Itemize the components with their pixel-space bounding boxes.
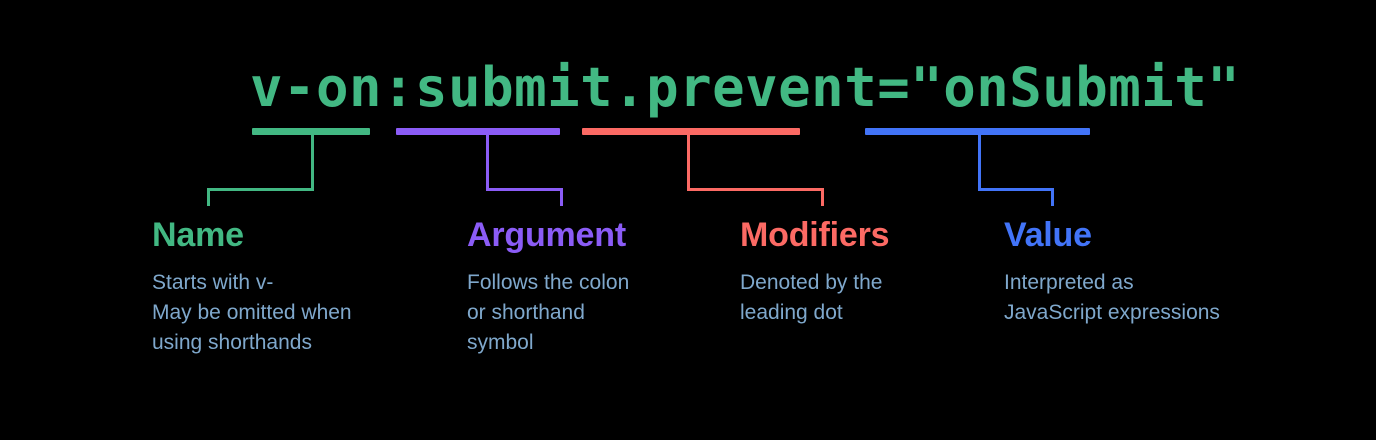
column-description-modifiers: Denoted by the leading dot — [740, 271, 883, 324]
connector-stub-name — [207, 188, 210, 206]
connector-leg-modifiers — [687, 188, 824, 191]
connector-drop-argument — [486, 133, 489, 191]
segment-underline-name — [252, 128, 370, 135]
segment-underline-argument — [396, 128, 560, 135]
connector-drop-name — [311, 133, 314, 191]
connector-stub-modifiers — [821, 188, 824, 206]
column-title-argument: Argument — [467, 216, 626, 254]
connector-drop-value — [978, 133, 981, 191]
connector-stub-value — [1051, 188, 1054, 206]
segment-underline-value — [865, 128, 1090, 135]
connector-leg-argument — [486, 188, 563, 191]
column-description-name: Starts with v- May be omitted when using… — [152, 271, 352, 354]
connector-drop-modifiers — [687, 133, 690, 191]
column-description-value: Interpreted as JavaScript expressions — [1004, 271, 1220, 324]
segment-underline-modifiers — [582, 128, 800, 135]
connector-leg-name — [207, 188, 314, 191]
column-title-value: Value — [1004, 216, 1092, 254]
connector-leg-value — [978, 188, 1054, 191]
column-title-modifiers: Modifiers — [740, 216, 890, 254]
connector-stub-argument — [560, 188, 563, 206]
code-expression: v-on:submit.prevent="onSubmit" — [250, 56, 1241, 119]
column-description-argument: Follows the colon or shorthand symbol — [467, 271, 630, 354]
column-title-name: Name — [152, 216, 244, 254]
